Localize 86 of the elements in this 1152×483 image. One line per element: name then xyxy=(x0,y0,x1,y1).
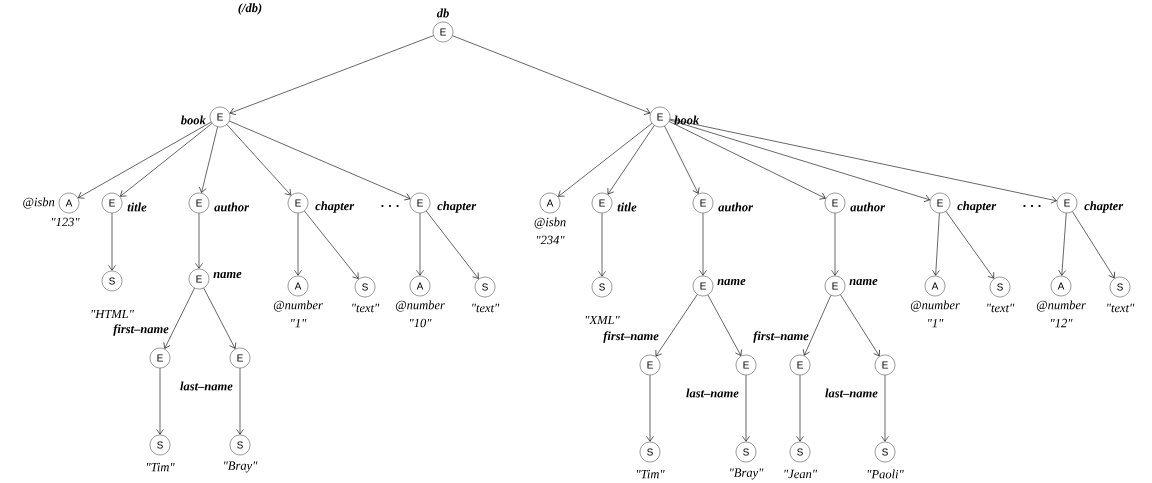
value-label: @number xyxy=(273,300,323,312)
tag-name: first–name xyxy=(603,331,659,343)
arrow xyxy=(607,125,655,195)
tag-name: title xyxy=(127,202,147,212)
arrow xyxy=(881,374,889,442)
tag-name: db xyxy=(436,8,449,18)
arrow xyxy=(416,212,424,276)
value-label: "text" xyxy=(472,303,500,313)
arrow xyxy=(163,287,195,349)
arrow xyxy=(655,294,698,357)
arrow xyxy=(669,118,1057,204)
value-label: "10" xyxy=(410,318,432,328)
arrow xyxy=(78,121,212,199)
value-label: @isbn xyxy=(23,197,55,209)
ellipsis: . . . xyxy=(381,204,399,208)
tag-name: name xyxy=(849,279,878,285)
arrow xyxy=(932,212,940,276)
arrow xyxy=(1058,212,1067,276)
arrow xyxy=(945,211,995,279)
value-label: "1" xyxy=(928,318,944,328)
ellipsis: . . . xyxy=(1023,204,1041,208)
tag-name: author xyxy=(214,202,250,212)
tag-name: book xyxy=(181,115,206,125)
tag-name: name xyxy=(213,272,242,278)
arrow xyxy=(646,374,654,442)
value-label: "text" xyxy=(1107,303,1135,313)
value-label: "text" xyxy=(987,303,1015,313)
arrow xyxy=(669,119,931,203)
tag-name: last–name xyxy=(686,388,739,398)
value-label: "123" xyxy=(52,217,80,227)
arrow xyxy=(558,123,653,197)
tag-name: chapter xyxy=(315,201,355,213)
value-label: @number xyxy=(395,300,445,312)
arrow xyxy=(120,123,213,197)
arrow xyxy=(802,295,832,356)
arrow xyxy=(742,374,750,442)
arrow xyxy=(304,210,359,279)
tag-name: title xyxy=(617,202,637,212)
arrow xyxy=(156,367,164,435)
arrow xyxy=(831,212,839,276)
value-label: "Bray" xyxy=(224,461,258,473)
tag-name: chapter xyxy=(957,201,997,213)
tag-name: name xyxy=(717,279,746,285)
value-label: "1" xyxy=(291,318,307,328)
value-label: "Bray" xyxy=(730,468,764,480)
tag-name: chapter xyxy=(437,201,477,213)
arrow xyxy=(598,212,606,277)
value-label: "text" xyxy=(352,303,380,313)
arrow xyxy=(226,124,292,196)
tag-name: chapter xyxy=(1084,201,1124,213)
value-label: "Paoli" xyxy=(867,469,904,479)
arrow xyxy=(229,120,411,201)
arrow xyxy=(108,212,116,271)
tag-name: first–name xyxy=(753,331,809,343)
tag-name: last–name xyxy=(825,388,878,398)
tag-name: author xyxy=(718,202,754,212)
tag-name: author xyxy=(850,202,886,212)
tag-name: book xyxy=(674,115,700,125)
arrow xyxy=(668,121,826,200)
value-label: @number xyxy=(1036,300,1086,312)
heading-label: (/db) xyxy=(238,3,262,15)
tag-name: first–name xyxy=(113,324,169,336)
value-label: "12" xyxy=(1051,318,1073,328)
arrow xyxy=(664,125,700,194)
value-label: "HTML" xyxy=(91,309,134,319)
arrow xyxy=(1072,211,1115,279)
value-label: "Tim" xyxy=(637,469,665,479)
value-label: @number xyxy=(910,300,960,312)
tag-name: last–name xyxy=(180,381,233,391)
arrow xyxy=(195,212,203,269)
arrow xyxy=(796,374,804,442)
arrow xyxy=(452,35,651,115)
arrow xyxy=(840,294,880,357)
arrow xyxy=(425,210,479,279)
arrow xyxy=(707,294,742,356)
arrow xyxy=(294,212,302,276)
value-label: "234" xyxy=(537,235,565,245)
value-label: "Jean" xyxy=(784,469,818,479)
value-label: "Tim" xyxy=(146,462,175,472)
arrow xyxy=(236,367,244,435)
arrow xyxy=(199,126,218,193)
value-label: @isbn xyxy=(534,217,566,229)
arrow xyxy=(699,212,707,276)
arrow xyxy=(229,35,434,115)
value-label: "XML" xyxy=(585,315,620,325)
arrow xyxy=(203,287,237,349)
